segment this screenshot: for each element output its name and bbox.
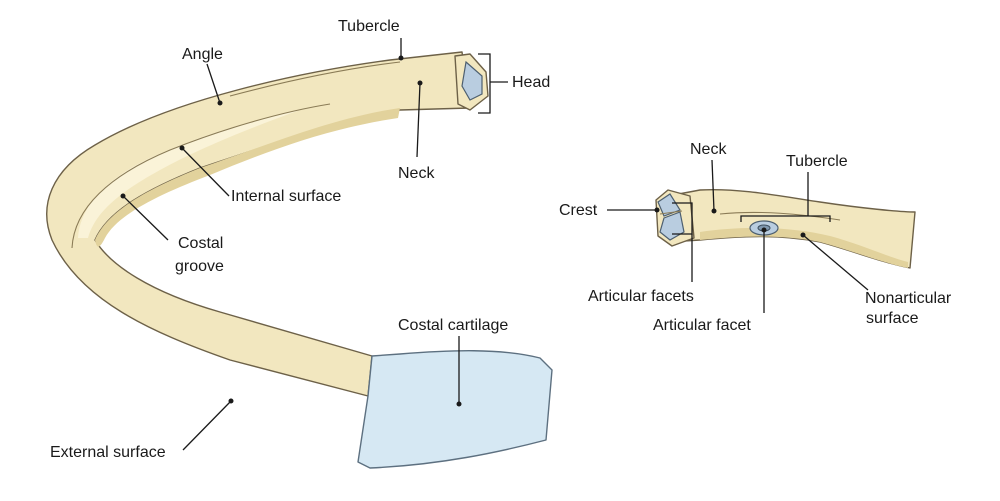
label-tubercle-right: Tubercle xyxy=(786,153,848,170)
label-tubercle-left: Tubercle xyxy=(338,18,400,35)
detail-head-facet-lower xyxy=(659,211,685,241)
label-head: Head xyxy=(512,74,550,91)
whole-rib xyxy=(46,51,553,469)
label-nonarticular-1: Nonarticular xyxy=(865,290,952,307)
label-crest: Crest xyxy=(559,202,598,219)
rib-head-detail xyxy=(655,189,916,269)
label-internal-surface: Internal surface xyxy=(231,188,341,205)
upper-border-line xyxy=(229,61,401,97)
tubercle-bracket xyxy=(740,215,831,222)
groove-ridge xyxy=(71,103,331,249)
label-neck-left: Neck xyxy=(398,165,435,182)
left-leaders xyxy=(120,38,508,451)
costal-cartilage-shape xyxy=(357,350,553,469)
facets-bracket xyxy=(672,202,693,235)
label-costal-groove-1: Costal xyxy=(178,235,223,252)
label-angle: Angle xyxy=(182,46,223,63)
labels: Tubercle Angle Head Neck Internal surfac… xyxy=(50,18,952,461)
label-nonarticular-2: surface xyxy=(866,310,919,327)
detail-head-facet-upper xyxy=(657,193,681,217)
label-articular-facet: Articular facet xyxy=(653,317,751,334)
detail-upper-ridge xyxy=(719,211,841,221)
label-costal-cartilage: Costal cartilage xyxy=(398,317,508,334)
head-facet xyxy=(461,60,483,101)
label-external-surface: External surface xyxy=(50,444,166,461)
label-costal-groove-2: groove xyxy=(175,258,224,275)
label-articular-facets: Articular facets xyxy=(588,288,694,305)
costal-groove xyxy=(78,110,300,238)
internal-surface-shading xyxy=(95,108,400,247)
right-leaders xyxy=(607,159,869,313)
label-neck-right: Neck xyxy=(690,141,727,158)
head-bracket xyxy=(478,53,491,114)
detail-crest-ridge xyxy=(659,210,683,215)
